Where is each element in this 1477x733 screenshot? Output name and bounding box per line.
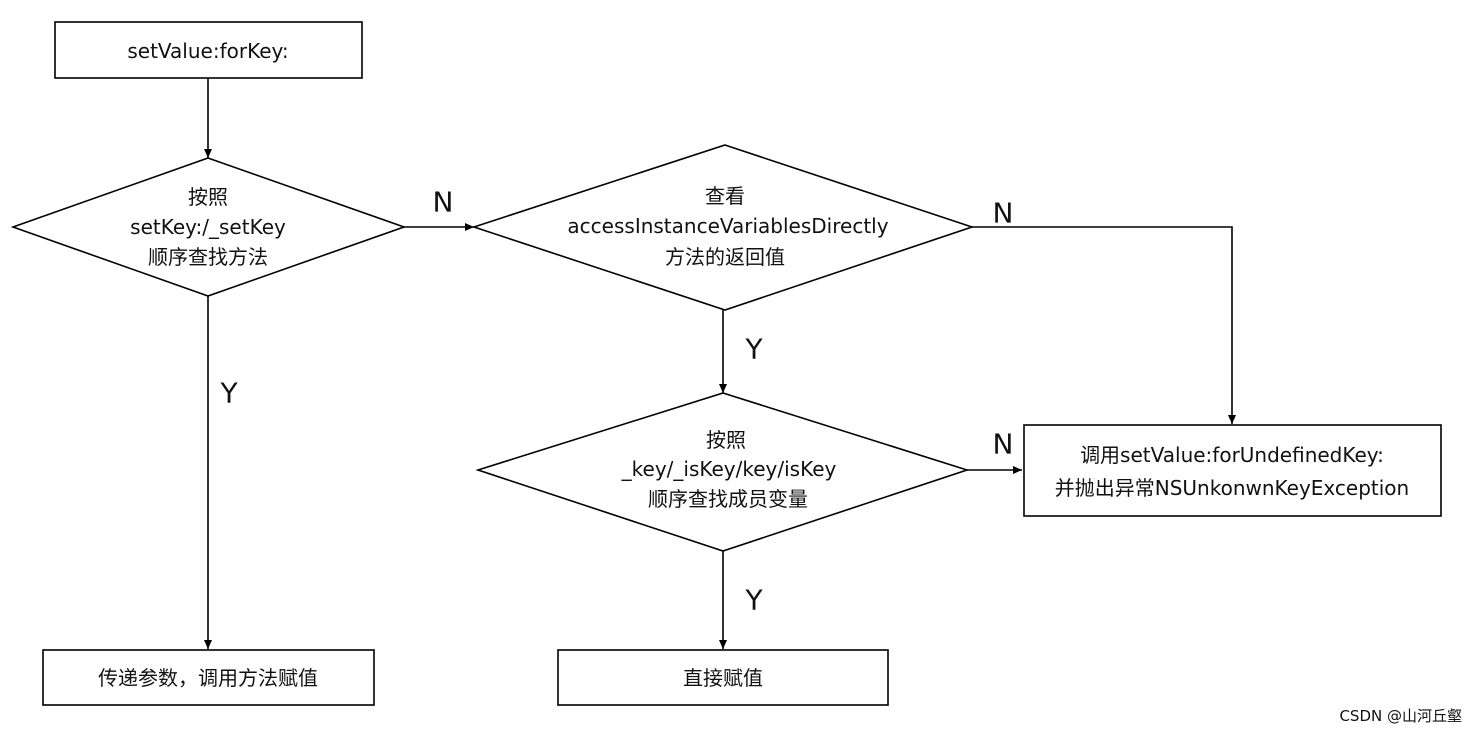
assign-label: 直接赋值	[683, 666, 763, 690]
decision-setkey-line-1: 按照	[188, 185, 228, 209]
exception-line-1: 调用setValue:forUndefinedKey:	[1080, 443, 1384, 467]
edge-labels: N Y N Y N Y	[219, 186, 1013, 617]
exception-box	[1023, 424, 1442, 517]
assign-box	[557, 649, 889, 706]
decision-ivar-lookup-line-2: _key/_isKey/key/isKey	[621, 457, 837, 481]
exception-line-2: 并抛出异常NSUnkonwnKeyException	[1055, 476, 1409, 500]
decision-ivar-lookup-line-3: 顺序查找成员变量	[648, 487, 808, 511]
label-d3-no: N	[993, 428, 1014, 461]
start-label: setValue:forKey:	[127, 39, 288, 63]
label-d1-no: N	[433, 186, 454, 219]
decision-setkey: 按照 setKey:/_setKey 顺序查找方法	[10, 157, 407, 297]
decision-ivar-lookup-diamond	[475, 392, 970, 552]
decision-ivar-lookup: 按照 _key/_isKey/key/isKey 顺序查找成员变量	[475, 392, 970, 552]
decision-setkey-diamond	[10, 157, 407, 297]
edges	[204, 78, 1236, 649]
start-node: setValue:forKey:	[54, 21, 363, 79]
decision-access-ivars: 查看 accessInstanceVariablesDirectly 方法的返回…	[471, 144, 975, 311]
decision-ivar-lookup-line-1: 按照	[706, 428, 746, 452]
watermark: CSDN @山河丘壑	[1339, 707, 1462, 725]
decision-setkey-line-2: setKey:/_setKey	[130, 215, 286, 239]
exception-node: 调用setValue:forUndefinedKey: 并抛出异常NSUnkon…	[1023, 424, 1442, 517]
edge-d2-to-exception	[972, 226, 1236, 424]
decision-setkey-line-3: 顺序查找方法	[148, 245, 268, 269]
label-d3-yes: Y	[744, 584, 763, 617]
call-method-box	[42, 649, 375, 706]
decision-access-ivars-line-2: accessInstanceVariablesDirectly	[567, 214, 888, 238]
decision-access-ivars-diamond	[471, 144, 975, 311]
decision-access-ivars-line-1: 查看	[705, 184, 745, 208]
assign-node: 直接赋值	[557, 649, 889, 706]
label-d2-no: N	[993, 197, 1014, 230]
call-method-label: 传递参数，调用方法赋值	[98, 666, 318, 690]
label-d2-yes: Y	[744, 333, 763, 366]
decision-access-ivars-line-3: 方法的返回值	[665, 245, 785, 269]
label-d1-yes: Y	[219, 377, 238, 410]
start-box	[54, 21, 363, 79]
call-method-node: 传递参数，调用方法赋值	[42, 649, 375, 706]
